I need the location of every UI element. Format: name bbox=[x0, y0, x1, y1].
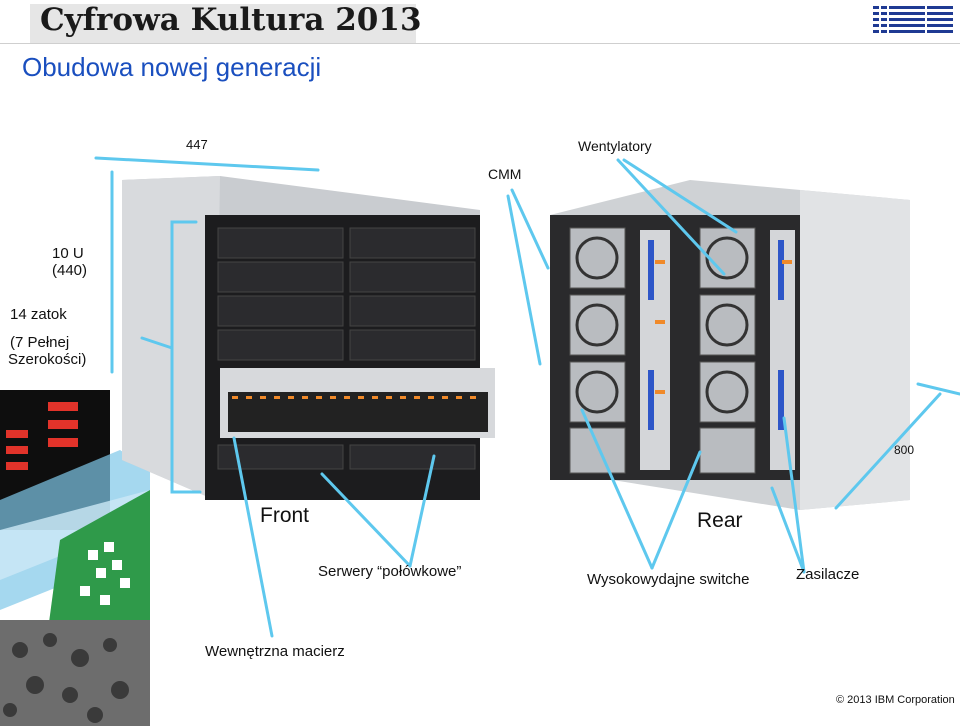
label-height-u: 10 U bbox=[52, 245, 84, 262]
label-psu: Zasilacze bbox=[796, 566, 860, 583]
header-divider bbox=[0, 43, 960, 44]
header-banner bbox=[30, 4, 416, 44]
label-storage: Wewnętrzna macierz bbox=[205, 643, 345, 660]
label-switches: Wysokowydajne switche bbox=[587, 571, 750, 588]
label-full-width-2: Szerokości) bbox=[8, 351, 87, 368]
label-depth: 800 bbox=[894, 443, 915, 457]
label-half-servers: Serwery “połówkowe” bbox=[318, 563, 462, 580]
footer-copyright: © 2013 IBM Corporation bbox=[836, 694, 955, 706]
label-fans: Wentylatory bbox=[578, 138, 652, 154]
label-bays: 14 zatok bbox=[10, 306, 67, 323]
chassis-photo-icon bbox=[122, 176, 910, 510]
label-full-width-1: (7 Pełnej bbox=[10, 334, 70, 351]
label-rear: Rear bbox=[697, 509, 743, 532]
label-front: Front bbox=[260, 504, 310, 527]
label-height-mm: (440) bbox=[52, 262, 88, 279]
ibm-logo-icon: X bbox=[873, 4, 953, 40]
decorative-graphic-icon bbox=[0, 390, 150, 726]
label-width: 447 bbox=[186, 137, 208, 152]
banner-title: Cyfrowa Kultura 2013 bbox=[40, 2, 422, 38]
page-title: Obudowa nowej generacji bbox=[22, 52, 322, 82]
label-cmm: CMM bbox=[488, 166, 522, 182]
